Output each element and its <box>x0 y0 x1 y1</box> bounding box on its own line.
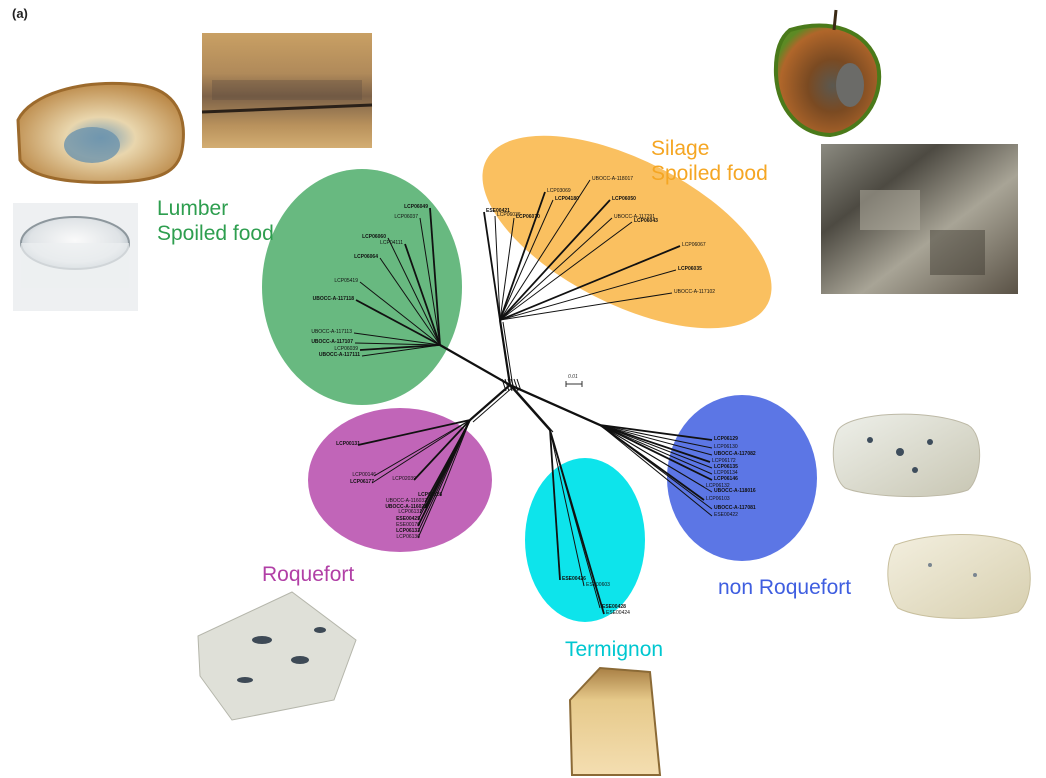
scale-bar-label: 0.01 <box>568 374 578 380</box>
lumber-leaf-label: UBOCC-A-117111 <box>319 352 360 358</box>
non_roquefort-stem-edge <box>510 385 600 425</box>
non-roquefort-group-label: non Roquefort <box>718 575 851 600</box>
mold-culture-jar-photo <box>13 203 138 311</box>
non_roquefort-leaf-label: LCP06103 <box>706 496 730 502</box>
termignon-stem-edge <box>513 387 553 432</box>
termignon-leaf-label: ESE00603 <box>586 582 610 588</box>
termignon-leaf-label: ESE00426 <box>562 576 586 582</box>
blue-cheese-round-photo <box>833 414 979 496</box>
roquefort-stem-edge <box>470 385 510 420</box>
termignon-label-line-1: Termignon <box>565 637 663 662</box>
silage-group-label: Silage Spoiled food <box>651 136 768 186</box>
moldy-silage-photo <box>821 144 1018 294</box>
lumber-leaf-label: UBOCC-A-117118 <box>313 296 355 302</box>
silage-leaf-label: LCP06043 <box>634 218 658 224</box>
lumber-leaf-label: LCP04111 <box>380 240 403 246</box>
termignon-cheese-photo <box>570 668 660 775</box>
termignon-group-label: Termignon <box>565 637 663 662</box>
lumber-leaf-label: LCP05419 <box>334 278 358 284</box>
roquefort-leaf-label: LCP00146 <box>352 472 376 478</box>
silage-label-line-1: Silage <box>651 136 768 161</box>
roquefort-group-label: Roquefort <box>262 562 354 587</box>
silage-leaf-label: LCP06050 <box>612 196 636 202</box>
lumber-label-line-2: Spoiled food <box>157 221 274 246</box>
silage-label-line-2: Spoiled food <box>651 161 768 186</box>
termignon-leaf-label: ESE00424 <box>606 610 630 616</box>
lumber-leaf-label: LCP06064 <box>354 254 378 260</box>
blue-cheese-block-photo <box>888 534 1030 618</box>
lumber-leaf-label: UBOCC-A-117113 <box>311 329 352 335</box>
lumber-leaf-label: LCP06049 <box>404 204 428 210</box>
silage-stem-edge <box>500 320 510 385</box>
termignon-cluster-ellipse <box>525 458 645 622</box>
silage-leaf-label: LCP06035 <box>678 266 702 272</box>
silage-leaf-label: LCP06067 <box>682 242 706 248</box>
non_roquefort-leaf-label: UBOCC-A-117081 <box>714 505 756 511</box>
lumber-group-label: Lumber Spoiled food <box>157 196 274 246</box>
silage-leaf-label: LCP03069 <box>547 188 571 194</box>
non_roquefort-leaf-label: LCP06129 <box>714 436 738 442</box>
lumber-cluster-ellipse <box>262 169 462 405</box>
roquefort-leaf-label: LCP06136 <box>396 534 420 540</box>
roquefort-leaf-label: LCP06177 <box>350 479 374 485</box>
silage-leaf-label: LCP06070 <box>516 214 540 220</box>
lumber-leaf-label: UBOCC-A-117107 <box>311 339 353 345</box>
non_roquefort-leaf-label: UBOCC-A-117082 <box>714 451 756 457</box>
non_roquefort-leaf-label: LCP06130 <box>714 444 738 450</box>
scale-bar: 0.01 <box>566 374 582 387</box>
roquefort-stem-edge <box>473 387 513 422</box>
roquefort-leaf-label: LCP00131 <box>336 441 360 447</box>
silage-leaf-label: LCP04180 <box>555 196 579 202</box>
non-roquefort-label-line-1: non Roquefort <box>718 575 851 600</box>
non_roquefort-stem-edge <box>513 387 603 427</box>
roquefort-leaf-label: LCP06131 <box>398 509 422 515</box>
silage-leaf-label: UBOCC-A-118017 <box>592 176 633 182</box>
termignon-stem-edge <box>510 385 550 430</box>
roquefort-label-line-1: Roquefort <box>262 562 354 587</box>
non_roquefort-leaf-label: UBOCC-A-118016 <box>714 488 756 494</box>
non_roquefort-leaf-label: ESE00422 <box>714 512 738 518</box>
roquefort-leaf-label: LCP02039 <box>392 476 416 482</box>
non_roquefort-leaf-label: LCP06146 <box>714 476 738 482</box>
moldy-lumber-photo <box>202 33 372 148</box>
lumber-leaf-label: LCP06037 <box>394 214 418 220</box>
panel-label: (a) <box>12 6 28 21</box>
roquefort-wedge-photo <box>198 592 356 720</box>
lumber-stem-edge <box>443 347 513 387</box>
moldy-fruit-photo <box>776 10 879 135</box>
lumber-label-line-1: Lumber <box>157 196 274 221</box>
moldy-bread-photo <box>18 83 183 182</box>
silage-leaf-label: UBOCC-A-117102 <box>674 289 715 295</box>
